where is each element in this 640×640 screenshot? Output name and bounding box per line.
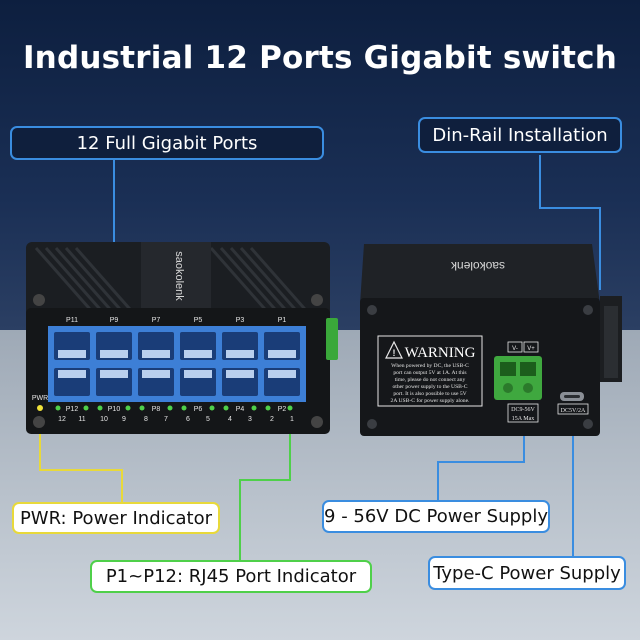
side-brand-text: saokolenk	[450, 259, 505, 273]
page-title: Industrial 12 Ports Gigabit switch	[22, 40, 618, 76]
svg-text:!: !	[393, 348, 396, 358]
svg-text:port. It is also possible to u: port. It is also possible to use 5V	[393, 391, 466, 397]
pwr-led	[37, 405, 43, 411]
callout-full-gigabit-ports: 12 Full Gigabit Ports	[10, 126, 324, 160]
front-brand-text: saokolenk	[173, 251, 185, 301]
led-label: P12	[66, 406, 79, 413]
svg-text:15A Max: 15A Max	[512, 416, 535, 422]
callout-dc-power-supply: 9 - 56V DC Power Supply	[322, 500, 550, 533]
svg-text:11: 11	[78, 416, 85, 423]
svg-text:4: 4	[228, 416, 232, 423]
port-label: P7	[152, 317, 161, 324]
led-label: P10	[108, 406, 121, 413]
terminal-block-rear	[326, 318, 338, 360]
led-label: P8	[152, 406, 161, 413]
port-label: P11	[66, 317, 78, 324]
port-label: P3	[236, 317, 245, 324]
svg-text:9: 9	[122, 416, 126, 423]
svg-text:V-: V-	[512, 346, 518, 352]
port-label: P1	[278, 317, 287, 324]
callout-power-indicator: PWR: Power Indicator	[12, 502, 220, 534]
svg-text:DC5V/2A: DC5V/2A	[561, 408, 586, 414]
svg-text:3: 3	[248, 416, 252, 423]
svg-text:2A USB-C for power supply alon: 2A USB-C for power supply alone.	[391, 397, 471, 404]
warning-title: WARNING	[405, 345, 476, 361]
svg-text:5: 5	[206, 416, 210, 423]
svg-text:other power supply to the USB-: other power supply to the USB-C	[392, 384, 467, 390]
svg-text:8: 8	[144, 416, 148, 423]
switch-front-view: saokolenk P11 P9 P7 P5 P3 P1 PWR P12 P10…	[26, 242, 330, 434]
port-label: P5	[194, 317, 203, 324]
svg-text:2: 2	[270, 416, 274, 423]
svg-text:time, please do not connect an: time, please do not connect any	[395, 377, 466, 383]
led-label: P6	[194, 406, 203, 413]
svg-text:V+: V+	[527, 346, 535, 352]
led-label: P4	[236, 406, 245, 413]
pwr-label: PWR	[32, 395, 48, 402]
callout-din-rail-installation: Din-Rail Installation	[418, 117, 622, 153]
callout-typec-power-supply: Type-C Power Supply	[428, 556, 626, 590]
led-label: P2	[278, 406, 287, 413]
svg-text:port can output 5V at 1A. At t: port can output 5V at 1A. At this	[393, 370, 466, 376]
svg-text:1: 1	[290, 416, 294, 423]
svg-text:When powered by DC, the USB-C: When powered by DC, the USB-C	[391, 363, 469, 369]
port-label: P9	[110, 317, 119, 324]
svg-text:10: 10	[100, 416, 108, 423]
callout-port-indicator: P1~P12: RJ45 Port Indicator	[90, 560, 372, 593]
svg-text:DC9-56V: DC9-56V	[511, 407, 535, 413]
svg-text:6: 6	[186, 416, 190, 423]
svg-text:12: 12	[58, 416, 66, 423]
switch-side-view: saokolenk ! WARNING When powered by DC, …	[360, 244, 622, 436]
svg-text:7: 7	[164, 416, 168, 423]
